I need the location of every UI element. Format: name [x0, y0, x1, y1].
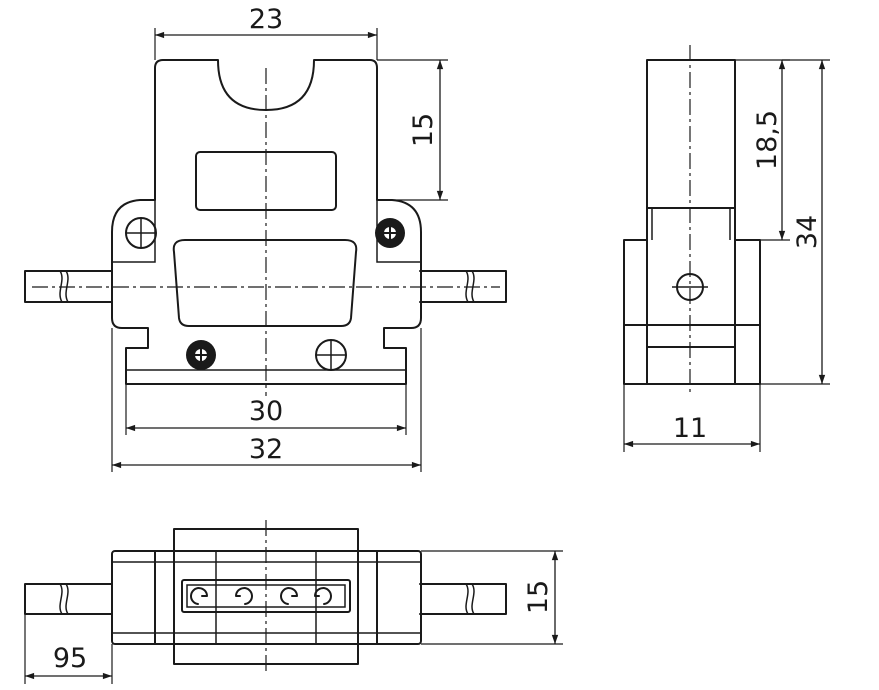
right-ear-line: [376, 200, 421, 263]
dim-bottom-height: 15: [523, 580, 554, 614]
dim-front-upper-height: 15: [408, 113, 439, 147]
screw-hole-top-left: [125, 217, 157, 249]
screw-hole-bottom-right: [315, 339, 347, 371]
dsub-cutout: [172, 239, 358, 327]
side-view: 18,5 34 11: [623, 45, 830, 452]
dim-bottom-cable: 95: [53, 643, 87, 674]
screw-top-right: [375, 218, 405, 248]
side-housing-outline: [623, 59, 761, 385]
screw-bottom-left: [186, 340, 216, 370]
front-cable-left: [24, 270, 113, 303]
front-cable-right: [419, 270, 507, 303]
dim-side-partial-height: 18,5: [752, 110, 783, 170]
dim-side-depth: 11: [673, 413, 707, 444]
front-view: 23 15 30 32: [24, 4, 507, 472]
dim-front-outer-width: 32: [249, 434, 283, 465]
bottom-cable-right: [419, 583, 507, 615]
dim-front-inner-width: 30: [249, 396, 283, 427]
bottom-view: 15 95: [24, 520, 563, 684]
dim-front-top-width: 23: [249, 4, 283, 35]
left-ear-line: [112, 200, 156, 263]
dim-side-total-height: 34: [792, 215, 823, 249]
bottom-cable-left: [24, 583, 113, 615]
